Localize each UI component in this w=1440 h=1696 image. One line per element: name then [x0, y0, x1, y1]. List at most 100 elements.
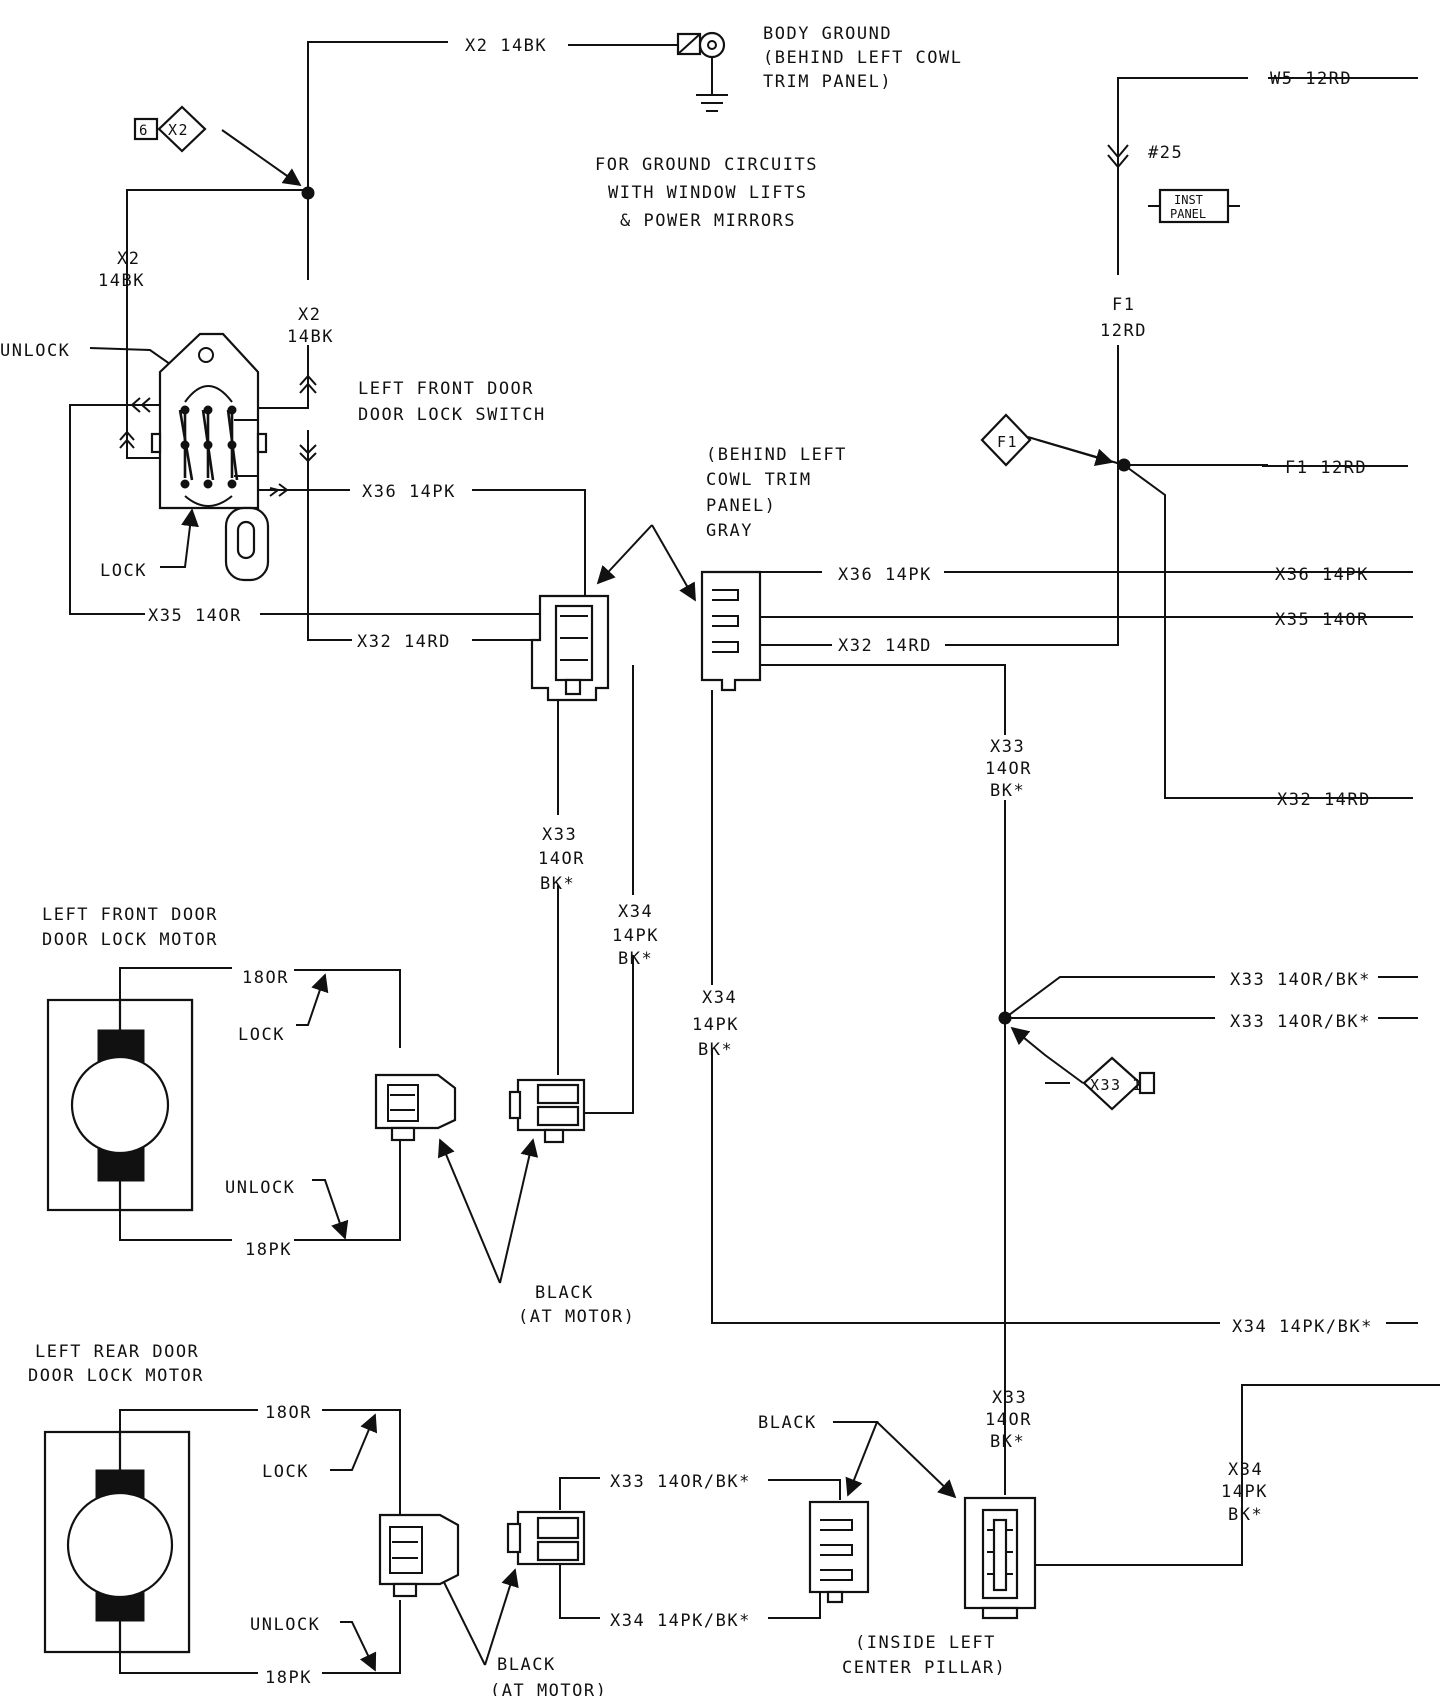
- label-at-motor-rear: (AT MOTOR): [490, 1681, 607, 1696]
- door-lock-switch: [119, 332, 317, 582]
- label-unlock-switch: UNLOCK: [0, 341, 70, 361]
- label-x33-right-2: X33 14OR/BK*: [1230, 1012, 1371, 1032]
- label-x36-14pk-mid: X36 14PK: [838, 565, 932, 585]
- label-pillar-1: (INSIDE LEFT: [855, 1633, 996, 1653]
- label-x35-14or-left: X35 14OR: [148, 606, 242, 626]
- left-front-harness-connector: [508, 1078, 586, 1144]
- label-lock-front: LOCK: [238, 1025, 285, 1045]
- label-at-motor-front: (AT MOTOR): [518, 1307, 635, 1327]
- label-tag-f1: F1: [997, 433, 1018, 451]
- label-fuse-25: #25: [1148, 143, 1183, 163]
- label-ground-note-2: WITH WINDOW LIFTS: [608, 183, 808, 203]
- label-x34-b: X34: [702, 988, 737, 1008]
- label-pillar-2: CENTER PILLAR): [842, 1658, 1006, 1678]
- splice-tag-x2: [133, 105, 207, 153]
- label-cowl-2: COWL TRIM: [706, 470, 812, 490]
- fuse-25-icon: [1107, 144, 1129, 169]
- label-tag-x2: X2: [168, 121, 189, 139]
- label-tag-6: 6: [139, 123, 149, 139]
- label-x32-14rd-left: X32 14RD: [357, 632, 451, 652]
- label-18or-front: 18OR: [242, 968, 289, 988]
- label-x32-14rd-mid: X32 14RD: [838, 636, 932, 656]
- label-cowl-1: (BEHIND LEFT: [706, 445, 847, 465]
- label-x2-left: X2: [117, 249, 140, 269]
- label-cowl-3: PANEL): [706, 496, 776, 516]
- label-14pk-c: 14PK: [1221, 1482, 1268, 1502]
- label-black-front: BLACK: [535, 1283, 594, 1303]
- label-x36-14pk-left: X36 14PK: [362, 482, 456, 502]
- label-body-ground-2: (BEHIND LEFT COWL: [763, 48, 963, 68]
- label-bk-b2: BK*: [698, 1040, 733, 1060]
- label-switch-name-1: LEFT FRONT DOOR: [358, 379, 534, 399]
- label-14bk-right: 14BK: [287, 327, 334, 347]
- label-14or-b: 14OR: [538, 849, 585, 869]
- left-front-door-lock-motor: [46, 968, 194, 1240]
- label-x33-b: X33: [542, 825, 577, 845]
- pillar-connector-right: [963, 1496, 1037, 1620]
- inst-panel-box: [1148, 188, 1240, 224]
- label-lf-motor-2: DOOR LOCK MOTOR: [42, 930, 218, 950]
- label-body-ground-3: TRIM PANEL): [763, 72, 892, 92]
- label-12rd-vert: 12RD: [1100, 321, 1147, 341]
- label-black-pillar: BLACK: [758, 1413, 817, 1433]
- label-14pk-b: 14PK: [692, 1015, 739, 1035]
- label-tag-x33: X33 1: [1090, 1076, 1143, 1094]
- label-14pk-a: 14PK: [612, 926, 659, 946]
- splice-f1: [1117, 458, 1131, 472]
- label-x32-14rd-right: X32 14RD: [1277, 790, 1371, 810]
- left-rear-motor-connector: [378, 1513, 460, 1598]
- splice-x2: [301, 186, 315, 200]
- label-ground-note-1: FOR GROUND CIRCUITS: [595, 155, 818, 175]
- label-f1-vert: F1: [1112, 295, 1135, 315]
- left-front-motor-connector: [374, 1073, 457, 1142]
- label-lr-motor-1: LEFT REAR DOOR: [35, 1342, 199, 1362]
- label-lf-motor-1: LEFT FRONT DOOR: [42, 905, 218, 925]
- label-body-ground-1: BODY GROUND: [763, 24, 892, 44]
- left-rear-door-lock-motor: [43, 1410, 191, 1673]
- label-switch-name-2: DOOR LOCK SWITCH: [358, 405, 546, 425]
- label-14bk-left: 14BK: [98, 271, 145, 291]
- label-lock-rear: LOCK: [262, 1462, 309, 1482]
- label-14or-c: 14OR: [985, 1410, 1032, 1430]
- label-f1-12rd-right: F1 12RD: [1285, 458, 1367, 478]
- label-bk-c2: BK*: [1228, 1505, 1263, 1525]
- left-rear-harness-connector: [506, 1510, 586, 1566]
- label-18or-rear: 18OR: [265, 1403, 312, 1423]
- label-unlock-rear: UNLOCK: [250, 1615, 320, 1635]
- splice-tag-x33: [1082, 1056, 1156, 1111]
- labels: X2 14BK BODY GROUND (BEHIND LEFT COWL TR…: [0, 24, 1373, 1696]
- label-x33-right-1: X33 14OR/BK*: [1230, 970, 1371, 990]
- body-ground-symbol: [676, 31, 728, 112]
- label-panel: PANEL: [1170, 207, 1206, 221]
- label-cowl-4: GRAY: [706, 521, 753, 541]
- label-ground-note-3: & POWER MIRRORS: [620, 211, 796, 231]
- label-x33-a: X33: [990, 737, 1025, 757]
- splice-x33: [998, 1011, 1012, 1025]
- label-black-rear: BLACK: [497, 1655, 556, 1675]
- label-lock-switch: LOCK: [100, 561, 147, 581]
- label-x34-a: X34: [618, 902, 653, 922]
- label-bk-c: BK*: [990, 1432, 1025, 1452]
- label-x36-14pk-right: X36 14PK: [1275, 565, 1369, 585]
- wires: [69, 41, 1440, 1674]
- cowl-connector-right: [700, 570, 762, 692]
- label-bk-b: BK*: [540, 874, 575, 894]
- label-x34-c: X34: [1228, 1460, 1263, 1480]
- cowl-connector-left: [530, 594, 610, 702]
- label-unlock-front: UNLOCK: [225, 1178, 295, 1198]
- label-x33-rear: X33 14OR/BK*: [610, 1472, 751, 1492]
- label-x2-14bk-top: X2 14BK: [465, 36, 547, 56]
- label-18pk-front: 18PK: [245, 1240, 292, 1260]
- label-x34-right: X34 14PK/BK*: [1232, 1317, 1373, 1337]
- label-x35-14or-right: X35 14OR: [1275, 610, 1369, 630]
- label-14or-a: 14OR: [985, 759, 1032, 779]
- label-18pk-rear: 18PK: [265, 1668, 312, 1688]
- pillar-connector-left: [808, 1500, 870, 1604]
- label-inst: INST: [1174, 193, 1203, 207]
- label-bk-a: BK*: [990, 781, 1025, 801]
- splice-tag-f1: [980, 413, 1032, 467]
- label-bk-a2: BK*: [618, 949, 653, 969]
- label-x34-rear: X34 14PK/BK*: [610, 1611, 751, 1631]
